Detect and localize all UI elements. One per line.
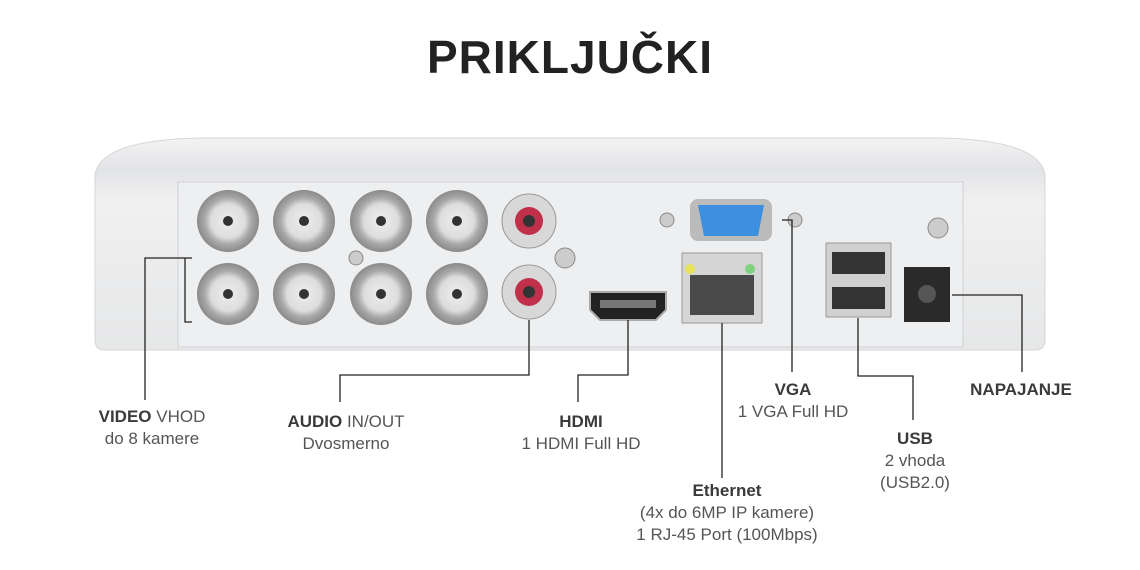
vga-port [690,199,772,241]
usb-label-title: USB [897,429,933,448]
video-input-label: VIDEO VHOD do 8 kamere [99,406,206,450]
screw [659,212,675,228]
ethernet-label-detail: (4x do 6MP IP kamere) [639,503,815,522]
ethernet-port [681,252,763,324]
bnc-connector [197,190,259,252]
bnc-connector [197,263,259,325]
vga-label-detail: 1 VGA Full HD [737,402,849,421]
screw [348,250,364,266]
bnc-connector [273,190,335,252]
hdmi-label-title: HDMI [559,412,603,431]
hdmi-port [589,291,667,321]
video-callout-line [144,257,192,400]
bnc-connector [350,263,412,325]
audio-label-rest: IN/OUT [342,412,405,431]
power-label: NAPAJANJE [970,379,1072,401]
ethernet-label-title: Ethernet [692,481,762,500]
bnc-video-inputs [197,190,488,325]
vga-label-title: VGA [774,380,812,399]
vga-label: VGA 1 VGA Full HD [738,379,849,423]
bnc-connector [273,263,335,325]
power-label-title: NAPAJANJE [970,380,1072,399]
page-title: PRIKLJUČKI [426,31,714,83]
video-label-title: VIDEO [98,407,152,426]
rca-audio-ports [501,193,557,320]
usb-callout-line [857,318,914,420]
hdmi-label-detail: 1 HDMI Full HD [521,434,641,453]
bnc-connector [426,263,488,325]
audio-label-detail: Dvosmerno [302,434,390,453]
screw [927,217,949,239]
video-label-detail: do 8 kamere [104,429,200,448]
screw [554,247,576,269]
ethernet-label-port: 1 RJ-45 Port (100Mbps) [636,525,818,544]
audio-label: AUDIO IN/OUT Dvosmerno [287,411,404,455]
vga-callout-line [782,219,793,372]
usb-label-detail: 2 vhoda [884,451,946,470]
bnc-connector [426,190,488,252]
usb-ports [825,242,892,318]
ethernet-label: Ethernet (4x do 6MP IP kamere) 1 RJ-45 P… [636,480,817,546]
callout-lines [144,219,1023,478]
usb-label-version: (USB2.0) [880,473,950,492]
video-label-rest: VHOD [151,407,206,426]
audio-callout-line [339,320,530,402]
hdmi-label: HDMI 1 HDMI Full HD [521,411,640,455]
bnc-connector [350,190,412,252]
audio-label-title: AUDIO [287,412,343,431]
usb-label: USB 2 vhoda (USB2.0) [880,428,950,494]
hdmi-callout-line [577,320,629,402]
power-jack [904,267,950,322]
power-callout-line [952,294,1023,372]
